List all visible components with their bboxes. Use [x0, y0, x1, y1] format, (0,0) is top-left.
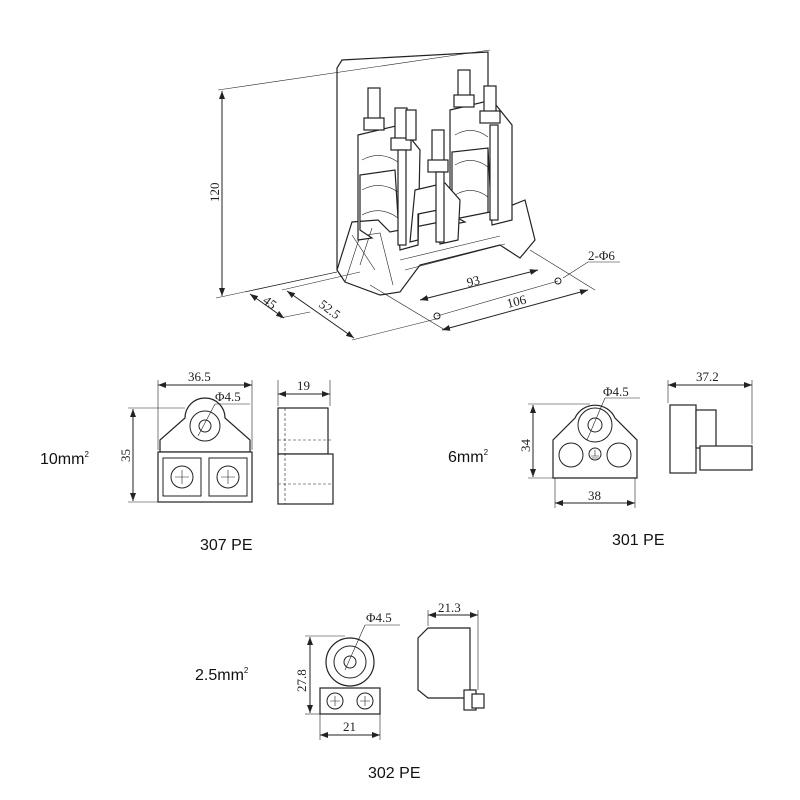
dim-93: 93: [465, 272, 481, 290]
part-302-pe: 2.5mm2 21 27.8 Φ4.5 21.3 302 PE: [195, 600, 485, 782]
section-label: 10mm2: [40, 450, 89, 468]
part-307-pe: 10mm2 36.5 35 Φ4.5 19 307 PE: [40, 369, 334, 554]
dim-106: 106: [505, 292, 528, 311]
dim-width: 21: [343, 719, 356, 734]
dim-depth: 19: [297, 378, 310, 393]
part-name: 301 PE: [612, 532, 664, 549]
dim-hole: Φ4.5: [603, 384, 629, 399]
bolts: [363, 69, 501, 246]
dim-height: 35: [118, 449, 133, 462]
dim-hole: Φ4.5: [215, 389, 241, 404]
mount-hole: [554, 277, 562, 285]
main-assembly-drawing: 120 45 52.5 93 106 2-Φ6: [207, 49, 620, 341]
dim-hole: Φ4.5: [366, 610, 392, 625]
dim-height: 34: [518, 439, 533, 453]
dim-height: 27.8: [294, 669, 309, 692]
dim-width: 38: [588, 488, 601, 503]
part-name: 302 PE: [368, 765, 420, 782]
dim-depth: 37.2: [696, 369, 719, 384]
dim-height: 120: [207, 183, 222, 203]
section-label: 2.5mm2: [195, 666, 249, 684]
dim-depth: 21.3: [438, 600, 461, 615]
part-301-pe: 6mm2 38 34 Φ4.5 37.2 301 PE: [448, 369, 753, 549]
section-label: 6mm2: [448, 448, 489, 466]
dim-52-5: 52.5: [316, 296, 343, 322]
dim-holes: 2-Φ6: [588, 248, 615, 263]
dim-width: 36.5: [188, 369, 211, 384]
base-rail: [336, 199, 536, 296]
mount-hole: [433, 312, 441, 320]
dim-45: 45: [260, 292, 279, 312]
part-name: 307 PE: [200, 537, 252, 554]
